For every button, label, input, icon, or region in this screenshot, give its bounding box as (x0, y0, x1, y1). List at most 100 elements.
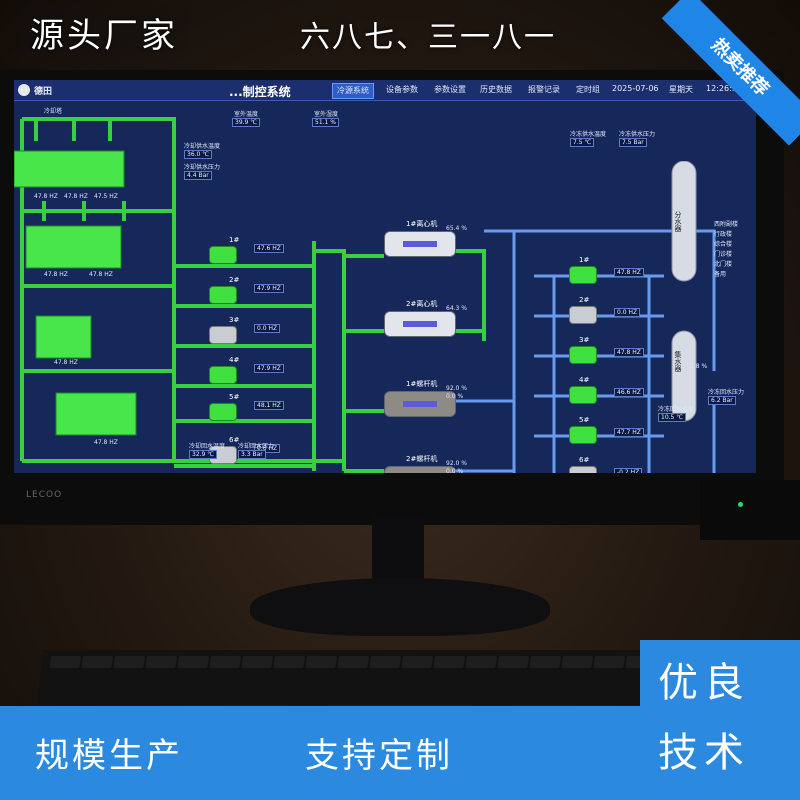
ad-badge-line-2: 技术 (658, 730, 750, 776)
keyboard-key (497, 656, 530, 668)
centrifugal-chiller[interactable] (384, 231, 456, 257)
ad-bottom-left-text: 规模生产 (35, 736, 183, 776)
chw-pump-freq: 47.7 HZ (614, 428, 644, 437)
chw-supply-temp-label: 冷冻供水温度 (570, 131, 607, 138)
ct-freq-3: 47.5 HZ (94, 193, 118, 200)
keyboard-key (369, 656, 402, 668)
tab-alarms[interactable]: 报警记录 (528, 85, 560, 94)
keyboard-key (177, 656, 210, 668)
cw-pump-icon[interactable] (209, 366, 237, 384)
chiller-name: 1#螺杆机 (406, 380, 438, 388)
chw-pump-icon[interactable] (569, 346, 597, 364)
chiller-load: 92.0 % (446, 460, 467, 467)
chw-pump-name: 5# (579, 416, 590, 424)
cw-return-press-label: 冷却回水压力 (238, 443, 275, 450)
chiller-status-bar (403, 401, 437, 407)
chiller-load-secondary: 0.0 % (446, 468, 464, 473)
chw-return-press-label: 冷冻回水压力 (708, 389, 745, 396)
monitor-stand-neck (372, 515, 424, 585)
system-title: ...制控系统 (229, 85, 291, 99)
keyboard-key (241, 656, 274, 668)
process-diagram: 冷却塔 47.8 HZ 47.8 HZ 47.5 HZ 47.8 HZ 47.8… (14, 101, 756, 473)
bypass-valve-opening: 1.8 % (690, 363, 708, 370)
chw-pump-freq: 47.8 HZ (614, 268, 644, 277)
chw-return-temp-value: 10.5 ℃ (658, 413, 687, 422)
chw-return-temp-label: 冷冻回水温度 (658, 406, 695, 413)
centrifugal-chiller[interactable] (384, 311, 456, 337)
outdoor-humidity-value: 51.1 % (312, 118, 339, 127)
keyboard-key (209, 656, 242, 668)
chw-pump-icon[interactable] (569, 386, 597, 404)
outdoor-humidity-label: 室外湿度 (314, 111, 339, 118)
company-name: 德田 (34, 87, 53, 97)
cw-supply-temp-label: 冷却供水温度 (184, 143, 221, 150)
chw-pump-name: 2# (579, 296, 590, 304)
cw-pump-icon[interactable] (209, 403, 237, 421)
ct-freq-1: 47.8 HZ (34, 193, 58, 200)
chw-pump-freq: 0.0 HZ (614, 308, 641, 317)
cw-pump-freq: 0.6 HZ (254, 444, 281, 453)
supply-branch-label: 北门楼 (714, 261, 733, 268)
supply-branch-label: 门诊楼 (714, 251, 733, 258)
screen: 德田 ...制控系统 冷源系统 设备参数 参数设置 历史数据 报警记录 定时组 … (14, 80, 756, 473)
cw-pump-icon[interactable] (209, 326, 237, 344)
keyboard-key (465, 656, 498, 668)
monitor-stand-base (250, 578, 550, 636)
cw-pump-freq: 48.1 HZ (254, 401, 284, 410)
chw-pump-name: 6# (579, 456, 590, 464)
ct-freq-5: 47.8 HZ (89, 271, 113, 278)
monitor-brand-logo: LECOO (26, 490, 63, 500)
scada-header: 德田 ...制控系统 冷源系统 设备参数 参数设置 历史数据 报警记录 定时组 … (14, 80, 756, 101)
keyboard-key (529, 656, 562, 668)
header-vessels (671, 161, 697, 422)
ad-bottom-banner (0, 706, 640, 800)
keyboard-key (401, 656, 434, 668)
keyboard-key (273, 656, 306, 668)
supply-branch-label: 备用 (714, 271, 727, 278)
pipe-network (20, 117, 716, 473)
cw-pump-name: 1# (229, 236, 240, 244)
cooling-tower-3 (35, 315, 92, 359)
keyboard-key (337, 656, 370, 668)
cw-pump-icon[interactable] (209, 246, 237, 264)
company-logo-icon (18, 84, 30, 96)
cw-supply-temp-value: 36.0 ℃ (184, 150, 213, 159)
chiller-load-secondary: 0.0 % (446, 393, 464, 400)
cw-pump-name: 6# (229, 436, 240, 444)
keyboard-key (433, 656, 466, 668)
tab-history[interactable]: 历史数据 (480, 85, 512, 94)
cw-return-temp-label: 冷却回水温度 (189, 443, 226, 450)
screw-chiller[interactable] (384, 391, 456, 417)
screw-chiller[interactable] (384, 466, 456, 473)
chw-pump-name: 4# (579, 376, 590, 384)
tab-device-params[interactable]: 设备参数 (386, 85, 418, 94)
tab-chiller-system[interactable]: 冷源系统 (332, 83, 374, 99)
chiller-name: 2#离心机 (406, 300, 438, 308)
tab-param-settings[interactable]: 参数设置 (434, 85, 466, 94)
keyboard-key (49, 656, 82, 668)
power-led (738, 502, 743, 507)
chw-pump-icon[interactable] (569, 306, 597, 324)
ct-freq-7: 47.8 HZ (94, 439, 118, 446)
current-time: 12:26:... (706, 84, 740, 93)
cw-pump-icon[interactable] (209, 286, 237, 304)
cooling-tower-2 (25, 225, 122, 269)
chw-pump-icon[interactable] (569, 466, 597, 473)
chw-pump-icon[interactable] (569, 266, 597, 284)
keyboard-key (81, 656, 114, 668)
cooling-tower-1 (14, 150, 125, 188)
chiller-name: 1#离心机 (406, 220, 438, 228)
desk-device (700, 480, 800, 540)
chiller-name: 2#螺杆机 (406, 455, 438, 463)
chw-pump-name: 3# (579, 336, 590, 344)
chiller-status-bar (403, 241, 437, 247)
chw-pump-icon[interactable] (569, 426, 597, 444)
chiller-load: 64.3 % (446, 305, 467, 312)
supply-header-vessel (671, 161, 697, 282)
ad-badge-line-1: 优良 (658, 660, 750, 706)
tab-schedule[interactable]: 定时组 (576, 85, 600, 94)
cw-pump-name: 2# (229, 276, 240, 284)
chw-pump-freq: -0.2 HZ (614, 468, 643, 473)
cw-supply-press-label: 冷却供水压力 (184, 164, 221, 171)
cw-pump-freq: 47.6 HZ (254, 244, 284, 253)
